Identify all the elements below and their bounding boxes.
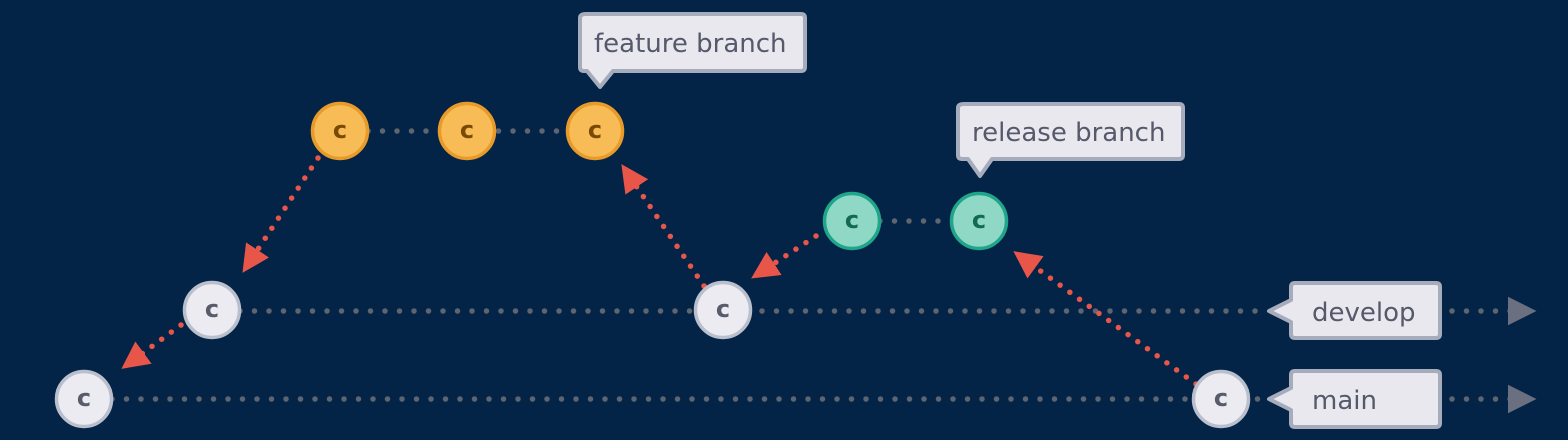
main-callout: main xyxy=(1267,369,1442,429)
commit-node-feature-1: c xyxy=(310,101,370,161)
main-label: main xyxy=(1312,386,1377,416)
arrow-develop-to-main xyxy=(121,322,184,369)
feature-branch-label: feature branch xyxy=(594,29,787,59)
arrow-release-to-develop xyxy=(751,233,819,279)
merge-arrows xyxy=(121,155,1199,387)
commit-label: c xyxy=(333,116,347,144)
develop-callout: develop xyxy=(1267,281,1442,340)
commit-label: c xyxy=(972,206,986,234)
commit-node-release-1: c xyxy=(822,191,882,251)
callouts: feature branch release branch develop ma… xyxy=(578,12,1442,429)
commit-node-feature-3: c xyxy=(565,101,625,161)
commit-node-release-2: c xyxy=(949,191,1009,251)
commit-node-main-1: c xyxy=(54,369,114,429)
commit-label: c xyxy=(845,206,859,234)
branch-tracks xyxy=(109,128,1537,414)
commit-label: c xyxy=(716,295,730,323)
commits: c c c c c c c c xyxy=(54,101,1251,429)
feature-branch-callout: feature branch xyxy=(578,12,807,89)
commit-label: c xyxy=(460,116,474,144)
arrow-develop-to-feature xyxy=(621,164,707,289)
release-branch-callout: release branch xyxy=(956,102,1185,178)
arrow-feature-to-develop xyxy=(242,155,321,273)
commit-node-feature-2: c xyxy=(437,101,497,161)
commit-label: c xyxy=(205,295,219,323)
release-branch-label: release branch xyxy=(972,118,1165,148)
commit-node-develop-2: c xyxy=(693,280,753,340)
arrow-main-to-release xyxy=(1013,251,1199,387)
commit-node-main-2: c xyxy=(1191,369,1251,429)
commit-label: c xyxy=(1214,384,1228,412)
commit-label: c xyxy=(77,384,91,412)
develop-label: develop xyxy=(1312,298,1416,328)
commit-label: c xyxy=(588,116,602,144)
commit-node-develop-1: c xyxy=(182,280,242,340)
